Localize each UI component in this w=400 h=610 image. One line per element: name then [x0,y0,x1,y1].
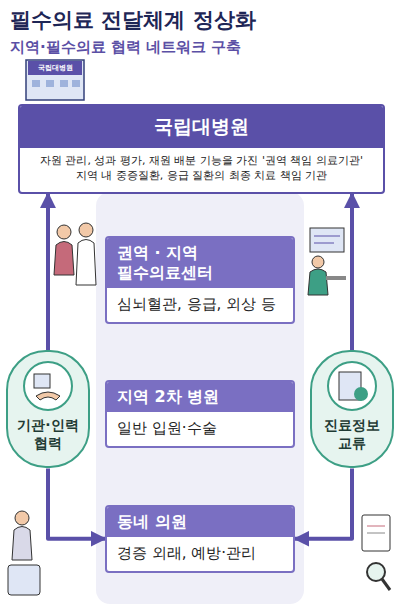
box-text: 진료정보 교류 [316,416,388,452]
hospital-box: 권역 · 지역 필수의료센터심뇌혈관, 응급, 외상 등 [105,236,295,324]
computer-user-icon [308,228,346,295]
pill-icon [22,360,74,412]
clip-line [367,526,385,527]
connector-arrow [295,468,352,538]
building [34,374,50,388]
box-text: 지역 내 중증질환, 응급 질환의 최종 치료 책임 기관 [20,169,383,192]
box-text: 자원 관리, 성과 평가, 재원 배분 기능을 가진 '권역 책임 의료기관' [20,148,383,169]
magnifier-handle [382,579,390,590]
monitor [310,228,344,252]
box-heading: 동네 의원 [107,507,293,537]
icon-disc [24,362,72,410]
background-panel [96,192,304,604]
plus-badge [354,387,368,401]
connector-arrow [48,468,105,538]
body [308,269,328,295]
handshake [36,392,60,400]
window [72,80,80,87]
box-text: 심뇌혈관, 응급, 외상 등 [107,288,293,322]
subtitle: 지역·필수의료 협력 네트워크 구축 [10,38,241,57]
head [79,223,93,237]
box-text: 일반 입원·수술 [107,412,293,446]
bed [8,565,40,595]
hospital-box: 지역 2차 병원일반 입원·수술 [105,380,295,448]
desk [326,276,346,280]
box-text: 기관·인력 협력 [12,416,84,452]
window [32,80,40,87]
head [57,225,71,239]
connector-arrow [46,194,50,350]
box-text: 경증 외래, 예방·관리 [107,537,293,571]
coat [76,240,96,286]
patients-icon [8,511,40,595]
building [26,60,84,100]
body [12,527,32,561]
connector-arrow [350,194,354,350]
hospital-box: 동네 의원경증 외래, 예방·관리 [105,505,295,573]
title: 필수의료 전달체계 정상화 [10,6,256,34]
box-heading: 권역 · 지역 필수의료센터 [107,238,293,288]
body [54,242,74,276]
sign-label: 국립대병원 [30,63,80,73]
box-heading: 국립대병원 [20,106,383,148]
window [46,80,54,87]
cooperation-pill: 진료정보 교류 [310,350,394,468]
box-heading: 지역 2차 병원 [107,382,293,412]
magnifier [367,563,385,581]
screen-line [314,236,340,237]
cooperation-pill: 기관·인력 협력 [6,350,90,468]
icon-disc [328,362,376,410]
pill-icon [326,360,378,412]
clipboard [362,515,390,551]
head [15,511,29,525]
sign [28,61,82,75]
clipboard-icon [362,515,390,590]
head [312,256,324,268]
doctor-patient-icon [54,223,96,285]
hospital-box: 국립대병원자원 관리, 성과 평가, 재원 배분 기능을 가진 '권역 책임 의… [18,104,385,194]
screen-line [314,243,334,244]
hospital-icon [26,60,84,100]
window [60,80,68,87]
clip-line [367,533,385,534]
